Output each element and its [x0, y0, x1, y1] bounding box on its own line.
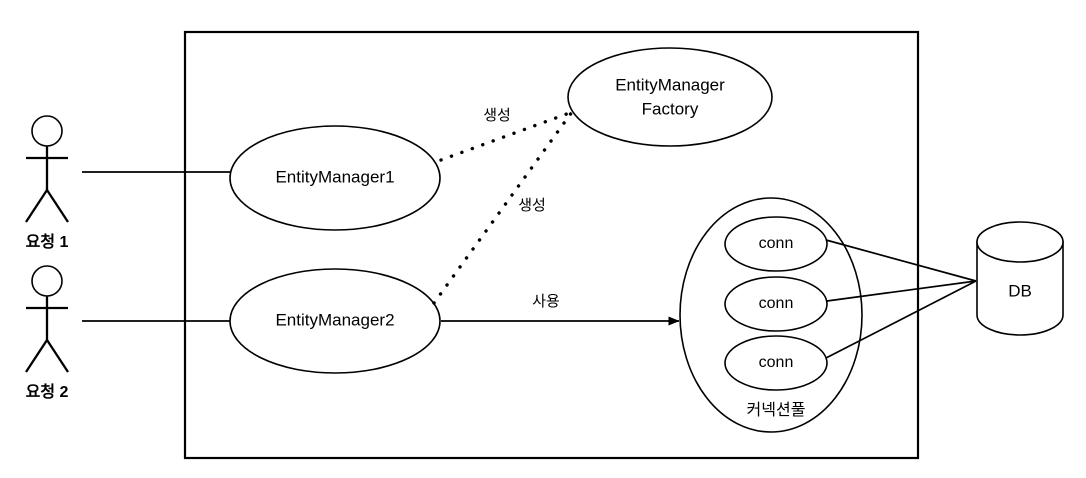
actor-2-leg-right [46, 339, 69, 373]
edge-create-1-label: 생성 [483, 107, 511, 124]
connection-item-1: conn [724, 216, 828, 272]
entity-manager-1-ellipse [229, 125, 441, 231]
connection-pool-label: 커넥션풀 [747, 401, 806, 419]
node-entity-manager-2: EntityManager2 [229, 268, 441, 374]
conn-1-ellipse [724, 216, 828, 272]
edge-create-2-label: 생성 [518, 197, 546, 214]
actor-request-1: 요청 1 [25, 115, 69, 251]
connection-item-3: conn [724, 335, 828, 391]
actor-1-leg-left [25, 189, 48, 223]
entity-manager-factory-label-line2: Factory [642, 99, 699, 118]
node-connection-pool: conn conn conn 커넥션풀 [679, 197, 863, 433]
system-boundary-rect [183, 30, 920, 460]
entity-manager-1-label: EntityManager1 [275, 167, 394, 186]
edge-create-2-line [432, 110, 574, 305]
conn-1-label: conn [759, 235, 794, 252]
edge-conn2-to-db [826, 280, 977, 302]
actor-2-label: 요청 2 [26, 382, 69, 401]
conn-3-ellipse [724, 335, 828, 391]
actor-2-head [31, 265, 63, 297]
conn-3-label: conn [759, 354, 794, 371]
database-cylinder-top [976, 221, 1064, 263]
entity-manager-factory-label-line1: EntityManager [615, 75, 725, 94]
node-database: DB [976, 221, 1064, 336]
node-entity-manager-factory: EntityManager Factory [567, 47, 773, 147]
conn-2-label: conn [759, 295, 794, 312]
connection-item-2: conn [724, 276, 828, 332]
edge-conn1-to-db [825, 239, 977, 282]
actor-2-leg-left [25, 339, 48, 373]
actor-1-leg-right [46, 189, 69, 223]
edge-conn3-to-db [825, 280, 977, 359]
entity-manager-2-label: EntityManager2 [275, 310, 394, 329]
edge-create-1-line [439, 110, 574, 162]
conn-2-ellipse [724, 276, 828, 332]
database-label: DB [1008, 281, 1032, 300]
node-entity-manager-1: EntityManager1 [229, 125, 441, 231]
actor-1-head [31, 115, 63, 147]
actor-1-label: 요청 1 [26, 232, 69, 251]
entity-manager-2-ellipse [229, 268, 441, 374]
database-cylinder-body [976, 241, 1064, 336]
entity-manager-factory-ellipse [567, 47, 773, 147]
edge-use-label: 사용 [532, 293, 560, 310]
actor-request-2: 요청 2 [25, 265, 69, 401]
